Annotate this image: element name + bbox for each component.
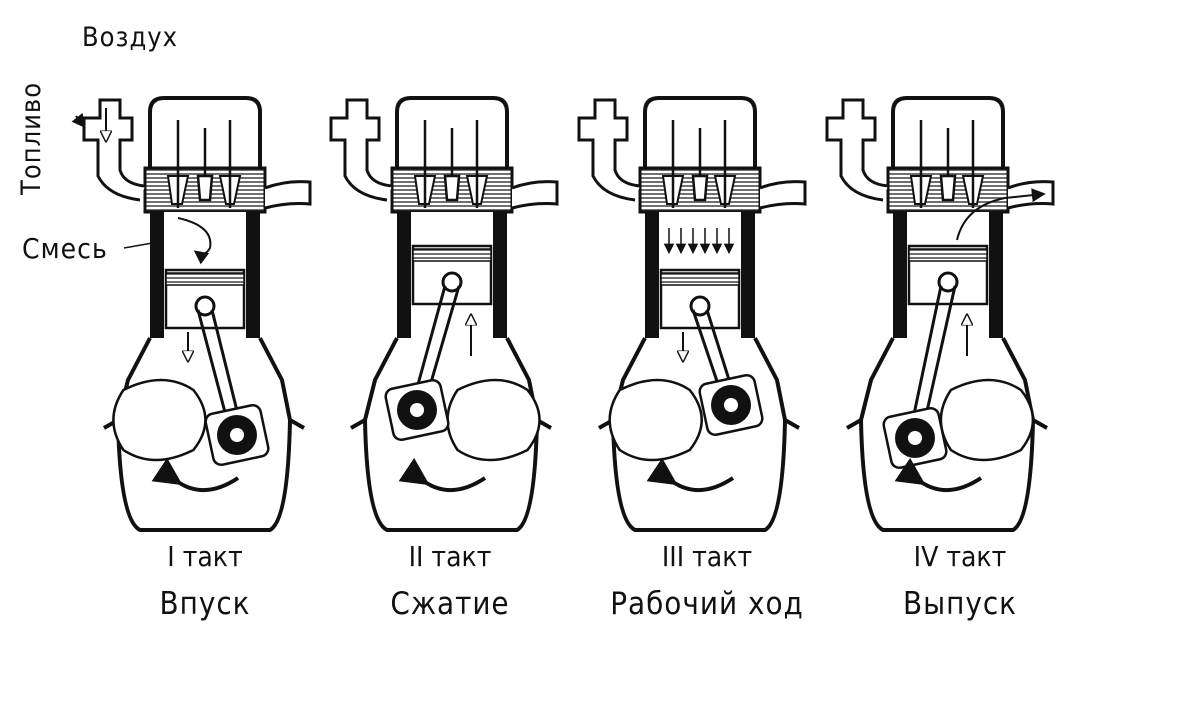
crank-counterweight	[112, 378, 207, 462]
stroke-caption-4: IV такт Выпуск	[830, 540, 1090, 624]
spark-plug	[196, 174, 214, 202]
stroke-number: IV такт	[913, 540, 1007, 573]
cylinder-wall-left	[893, 212, 907, 338]
cylinder-wall-right	[741, 212, 755, 338]
stroke-caption-2: II такт Сжатие	[320, 540, 580, 624]
rotation-arrow	[894, 457, 983, 493]
stroke-caption-1: I такт Впуск	[75, 540, 335, 624]
intake-manifold	[825, 98, 889, 202]
exhaust-pipe	[264, 180, 312, 210]
crankshaft-center	[908, 431, 922, 445]
intake-manifold	[577, 98, 641, 202]
intake-manifold	[329, 98, 393, 202]
stroke-number: III такт	[661, 540, 753, 573]
engine-stroke-3	[577, 96, 807, 532]
piston-pin	[194, 295, 216, 317]
piston-rings	[165, 272, 245, 286]
mixture-flow-arrow	[177, 217, 212, 265]
piston-pin	[937, 271, 959, 293]
cylinder-wall-right	[493, 212, 507, 338]
cylinder-wall-right	[246, 212, 260, 338]
rotation-arrow	[151, 457, 240, 493]
fuel-label: Топливо	[16, 81, 47, 195]
piston-rings	[412, 248, 492, 262]
exhaust-flow-arrow	[956, 188, 1046, 241]
stroke-number: II такт	[408, 540, 492, 573]
engine-stroke-2	[329, 96, 559, 532]
exhaust-pipe	[511, 180, 559, 210]
cylinder-wall-left	[150, 212, 164, 338]
valve-ports	[661, 175, 737, 205]
piston-pin	[441, 271, 463, 293]
piston-pin	[689, 295, 711, 317]
fuel-flow-arrow	[71, 112, 86, 129]
stroke-name: Рабочий ход	[610, 586, 804, 622]
spark-plug	[691, 174, 709, 202]
spark-plug	[443, 174, 461, 202]
rotation-arrow	[646, 457, 735, 493]
valve-ports	[413, 175, 489, 205]
crank-counterweight	[939, 378, 1035, 462]
stroke-name: Выпуск	[902, 586, 1018, 622]
valve-ports	[909, 175, 985, 205]
exhaust-pipe	[759, 180, 807, 210]
piston-rings	[908, 248, 988, 262]
stroke-caption-3: III такт Рабочий ход	[577, 540, 837, 624]
stroke-name: Сжатие	[390, 586, 510, 622]
spark-plug	[939, 174, 957, 202]
engine-stroke-4	[825, 96, 1055, 532]
crankshaft-center	[410, 403, 424, 417]
cylinder-wall-right	[989, 212, 1003, 338]
mixture-leader	[123, 241, 159, 249]
crankshaft-center	[230, 428, 244, 442]
cylinder-wall-left	[397, 212, 411, 338]
cylinder-wall-left	[645, 212, 659, 338]
crankshaft-center	[724, 398, 738, 412]
crankcase-flange	[846, 418, 1048, 430]
rotation-arrow	[398, 457, 487, 493]
crank-counterweight	[446, 378, 541, 462]
air-label: Воздух	[82, 22, 178, 53]
stroke-number: I такт	[167, 540, 243, 573]
piston-rings	[660, 272, 740, 286]
mixture-label: Смесь	[22, 232, 108, 265]
engine-stroke-1	[71, 96, 312, 532]
intake-manifold	[82, 98, 146, 202]
stroke-name: Впуск	[159, 586, 251, 622]
crank-counterweight	[608, 378, 703, 462]
valve-ports	[166, 175, 242, 205]
